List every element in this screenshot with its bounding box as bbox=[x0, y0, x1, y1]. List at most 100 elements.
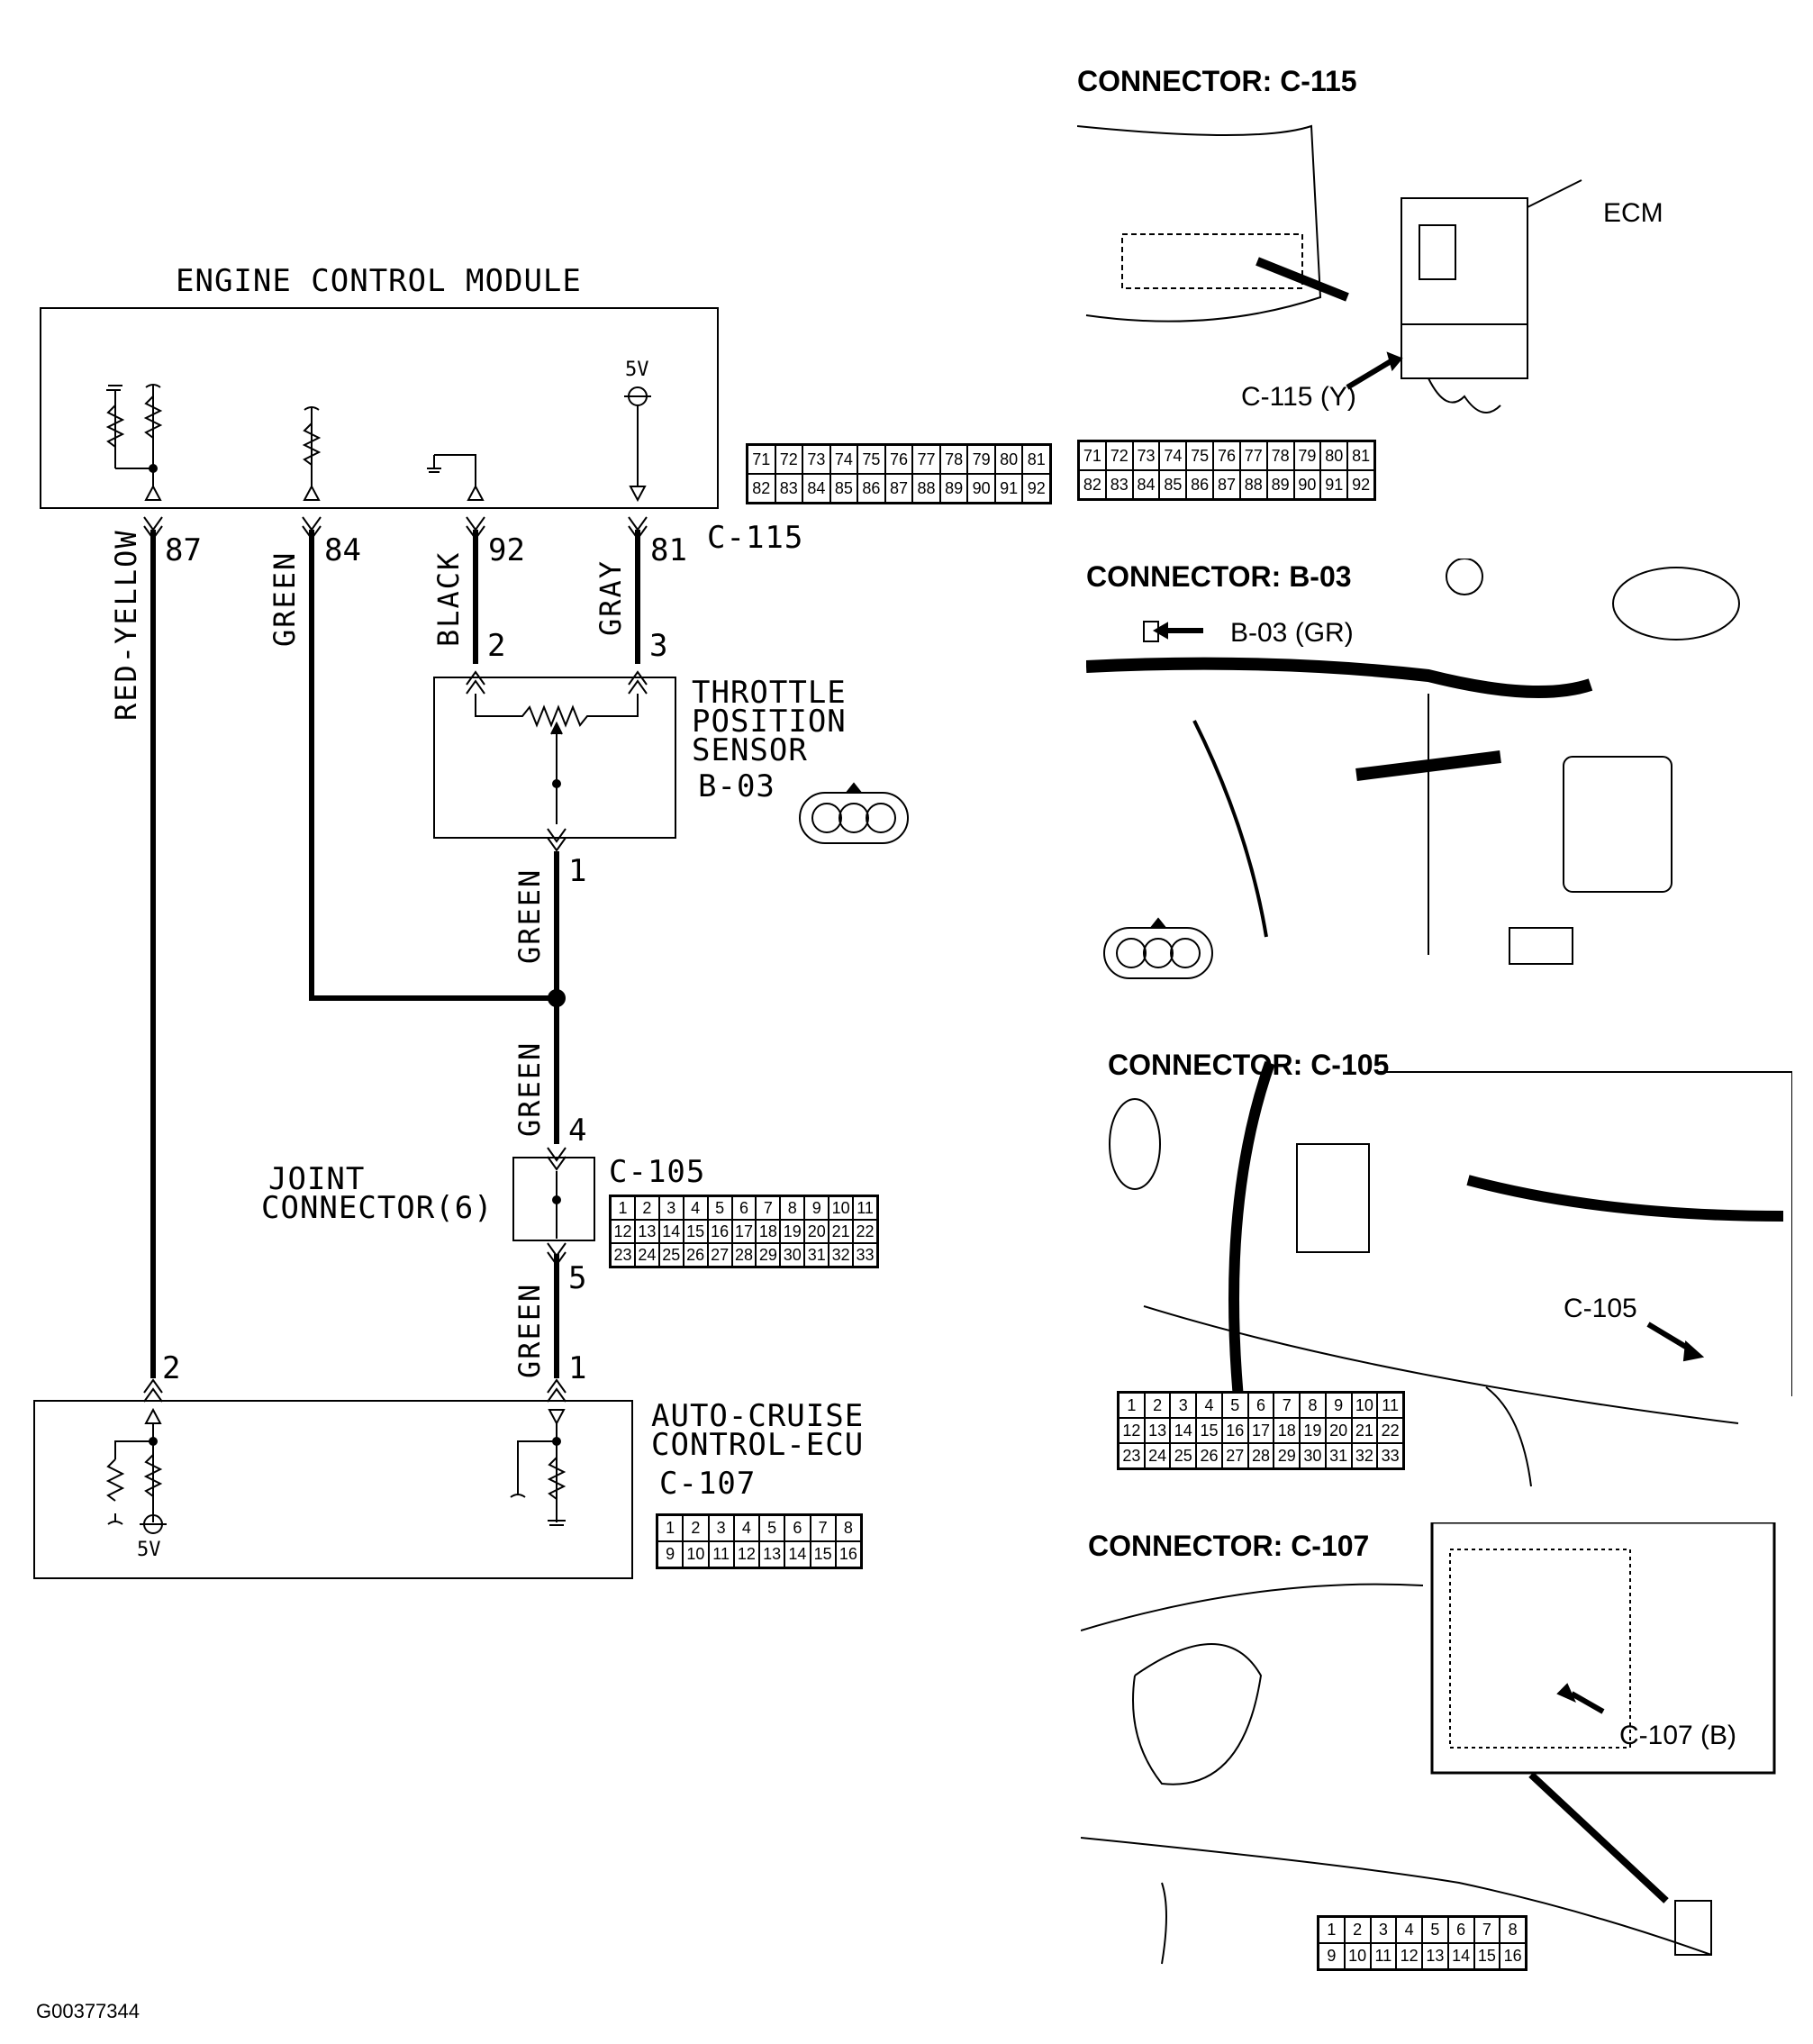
connector-pin-cell: 11 bbox=[1377, 1393, 1403, 1418]
connector-pin-cell: 84 bbox=[1132, 470, 1160, 499]
connector-pin-cell: 88 bbox=[1239, 470, 1267, 499]
c115-title: CONNECTOR: C-115 bbox=[1077, 65, 1357, 97]
wire-label-black: BLACK bbox=[431, 550, 466, 647]
connector-pin-cell: 12 bbox=[611, 1220, 635, 1243]
connector-pin-cell: 8 bbox=[780, 1196, 805, 1220]
connector-pin-cell: 89 bbox=[939, 474, 968, 503]
connector-pin-cell: 8 bbox=[1300, 1393, 1326, 1418]
connector-pin-cell: 23 bbox=[1119, 1443, 1145, 1468]
connector-pin-cell: 13 bbox=[1422, 1943, 1448, 1969]
connector-pin-cell: 31 bbox=[1325, 1443, 1352, 1468]
connector-pin-cell: 9 bbox=[1325, 1393, 1352, 1418]
tps-pin-3: 3 bbox=[649, 628, 668, 664]
ecm-connector-label: C-115 bbox=[707, 520, 804, 556]
connector-pin-cell: 2 bbox=[683, 1515, 709, 1541]
joint-label-line2: CONNECTOR(6) bbox=[261, 1190, 494, 1226]
connector-pin-cell: 19 bbox=[1300, 1418, 1326, 1443]
connector-pin-cell: 75 bbox=[1186, 441, 1214, 470]
connector-pin-cell: 15 bbox=[683, 1220, 708, 1243]
connector-pin-cell: 14 bbox=[1447, 1943, 1474, 1969]
connector-pin-cell: 20 bbox=[804, 1220, 829, 1243]
figure-id: G00377344 bbox=[36, 2000, 140, 2022]
connector-pin-cell: 77 bbox=[912, 445, 940, 474]
connector-pin-cell: 83 bbox=[775, 474, 803, 503]
cruise-ecu-box bbox=[33, 1400, 633, 1579]
c107-title: CONNECTOR: C-107 bbox=[1088, 1530, 1370, 1562]
c105-title: CONNECTOR: C-105 bbox=[1108, 1049, 1390, 1081]
tps-resistor bbox=[475, 694, 639, 728]
connector-pin-cell: 92 bbox=[1022, 474, 1050, 503]
connector-pin-cell: 9 bbox=[804, 1196, 829, 1220]
connector-pin-cell: 81 bbox=[1347, 441, 1374, 470]
connector-pin-cell: 1 bbox=[657, 1515, 684, 1541]
connector-pin-cell: 16 bbox=[835, 1541, 861, 1567]
connector-pin-cell: 28 bbox=[731, 1243, 757, 1267]
connector-pin-cell: 11 bbox=[853, 1196, 877, 1220]
wire-label-green-84: GREEN bbox=[267, 550, 302, 647]
ecu-pin-2: 2 bbox=[162, 1350, 181, 1386]
wire-green-84 bbox=[309, 530, 557, 1001]
connector-pin-cell: 5 bbox=[1422, 1917, 1448, 1943]
wire-label-red-yellow: RED-YELLOW bbox=[109, 529, 143, 721]
ecu-label-line2: CONTROL-ECU bbox=[651, 1427, 865, 1463]
joint-pin-5: 5 bbox=[568, 1260, 587, 1296]
pin-81: 81 bbox=[650, 532, 687, 568]
b03-callout: B-03 (GR) bbox=[1230, 618, 1354, 648]
tps-box bbox=[433, 677, 676, 839]
connector-pin-cell: 26 bbox=[683, 1243, 708, 1267]
connector-pin-cell: 13 bbox=[634, 1220, 659, 1243]
connector-pin-cell: 3 bbox=[658, 1196, 684, 1220]
connector-pin-cell: 21 bbox=[829, 1220, 854, 1243]
connector-pin-cell: 32 bbox=[829, 1243, 854, 1267]
connector-pin-cell: 7 bbox=[1473, 1917, 1500, 1943]
connector-pin-cell: 7 bbox=[1274, 1393, 1301, 1418]
connector-pin-cell: 3 bbox=[1170, 1393, 1197, 1418]
connector-pin-cell: 76 bbox=[884, 445, 913, 474]
connector-pin-cell: 32 bbox=[1351, 1443, 1378, 1468]
connector-pin-cell: 23 bbox=[611, 1243, 635, 1267]
connector-pin-cell: 2 bbox=[1144, 1393, 1171, 1418]
connector-pin-cell: 83 bbox=[1105, 470, 1133, 499]
connector-pin-cell: 30 bbox=[1300, 1443, 1326, 1468]
connector-pin-cell: 14 bbox=[1170, 1418, 1197, 1443]
connector-pin-cell: 75 bbox=[857, 445, 885, 474]
ecu-pin-1: 1 bbox=[568, 1350, 587, 1386]
c115-callout: C-115 (Y) bbox=[1241, 382, 1356, 412]
connector-pin-cell: 6 bbox=[1447, 1917, 1474, 1943]
connector-pin-cell: 27 bbox=[707, 1243, 732, 1267]
joint-connector-label: C-105 bbox=[609, 1154, 706, 1190]
connector-pin-cell: 27 bbox=[1221, 1443, 1248, 1468]
connector-pin-cell: 1 bbox=[1319, 1917, 1345, 1943]
joint-pin-4: 4 bbox=[568, 1113, 587, 1149]
b03-title: CONNECTOR: B-03 bbox=[1086, 560, 1352, 593]
ecm-box bbox=[40, 307, 719, 509]
tps-label-line2: POSITION bbox=[692, 704, 847, 740]
connector-pin-cell: 10 bbox=[683, 1541, 709, 1567]
c107-callout: C-107 (B) bbox=[1619, 1721, 1737, 1750]
connector-pin-cell: 8 bbox=[835, 1515, 861, 1541]
connector-pin-cell: 12 bbox=[1396, 1943, 1422, 1969]
connector-pin-cell: 74 bbox=[829, 445, 858, 474]
connector-pin-cell: 91 bbox=[994, 474, 1023, 503]
connector-pin-cell: 14 bbox=[658, 1220, 684, 1243]
connector-pin-cell: 4 bbox=[733, 1515, 759, 1541]
ecu-connector-label: C-107 bbox=[659, 1466, 757, 1502]
connector-pin-cell: 82 bbox=[1079, 470, 1106, 499]
connector-pin-cell: 22 bbox=[1377, 1418, 1403, 1443]
c115-ecm-label: ECM bbox=[1603, 198, 1663, 228]
ecm-title: ENGINE CONTROL MODULE bbox=[176, 263, 582, 299]
connector-pin-cell: 33 bbox=[1377, 1443, 1403, 1468]
connector-pin-cell: 6 bbox=[731, 1196, 757, 1220]
connector-pin-cell: 80 bbox=[994, 445, 1023, 474]
b03-location-illustration bbox=[1086, 559, 1740, 979]
connector-pin-cell: 3 bbox=[708, 1515, 734, 1541]
connector-pin-cell: 3 bbox=[1370, 1917, 1397, 1943]
connector-pin-cell: 2 bbox=[634, 1196, 659, 1220]
connector-pin-cell: 15 bbox=[1196, 1418, 1222, 1443]
connector-pin-cell: 76 bbox=[1213, 441, 1240, 470]
